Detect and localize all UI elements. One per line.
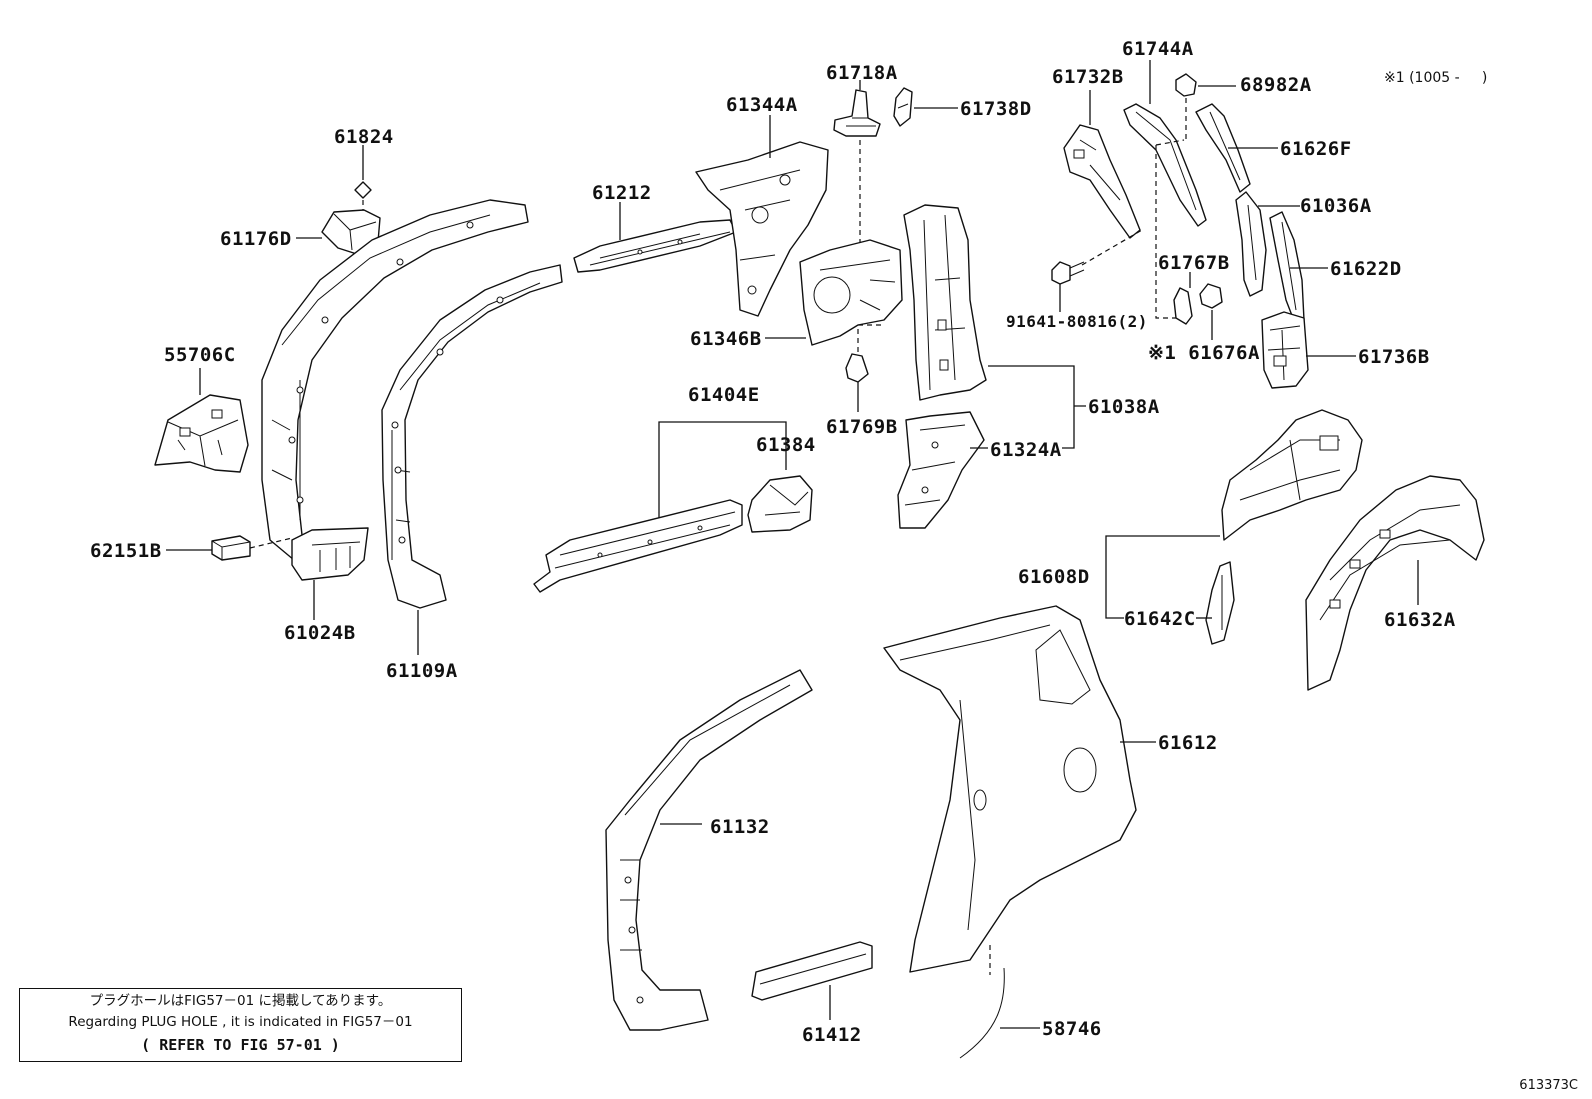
part-61676A-bracket: [1199, 283, 1223, 309]
label-61132[interactable]: 61132: [710, 816, 770, 838]
label-61024B[interactable]: 61024B: [284, 622, 356, 644]
part-61412-rocker-outer: [751, 941, 873, 1001]
label-61622D[interactable]: 61622D: [1330, 258, 1402, 280]
part-61736B-bracket: [1261, 311, 1309, 389]
label-61676A[interactable]: ※1 61676A: [1148, 342, 1260, 364]
part-61632A-wheelhouse-outer: [1305, 475, 1485, 691]
label-61412[interactable]: 61412: [802, 1024, 862, 1046]
label-61036A[interactable]: 61036A: [1300, 195, 1372, 217]
part-61738D-bracket: [893, 87, 913, 127]
part-61038A-center-pillar: [903, 204, 987, 401]
label-61718A[interactable]: 61718A: [826, 62, 898, 84]
label-61632A[interactable]: 61632A: [1384, 609, 1456, 631]
part-61612-quarter-panel: [883, 605, 1137, 973]
label-62151B[interactable]: 62151B: [90, 540, 162, 562]
label-61744A[interactable]: 61744A: [1122, 38, 1194, 60]
label-61769B[interactable]: 61769B: [826, 416, 898, 438]
label-61736B[interactable]: 61736B: [1358, 346, 1430, 368]
note-refer-link[interactable]: ( REFER TO FIG 57-01 ): [141, 1036, 340, 1054]
plug-hole-note: プラグホールはFIG57－01 に掲載してあります。 Regarding PLU…: [19, 988, 462, 1062]
variant-note: ※1 (1005 - ): [1384, 70, 1488, 86]
part-61718A-bracket: [833, 89, 881, 137]
part-61344A-pillar-panel: [695, 141, 829, 317]
label-61384[interactable]: 61384: [756, 434, 816, 456]
part-61384-bracket: [747, 475, 813, 533]
part-61132-side-outer: [605, 669, 813, 1031]
part-91641-bolt: [1051, 261, 1085, 285]
part-61767B-bracket: [1173, 287, 1193, 325]
part-61608D-wheelhouse-inner: [1221, 409, 1363, 541]
part-55706C-bracket: [154, 394, 249, 473]
label-91641-80816[interactable]: 91641-80816(2): [1006, 312, 1148, 331]
label-61109A[interactable]: 61109A: [386, 660, 458, 682]
part-61642C-bracket: [1205, 561, 1235, 645]
label-61626F[interactable]: 61626F: [1280, 138, 1352, 160]
part-61109A-front-pillar-inner: [381, 264, 563, 609]
part-61744A-pillar: [1123, 103, 1207, 227]
part-61769B-bracket: [845, 353, 869, 383]
label-61612[interactable]: 61612: [1158, 732, 1218, 754]
part-61732B-pillar: [1063, 124, 1141, 239]
part-62151B-pad: [211, 535, 251, 561]
label-61738D[interactable]: 61738D: [960, 98, 1032, 120]
part-61824-clip: [354, 181, 372, 199]
part-61622D-pillar: [1269, 211, 1305, 327]
note-line-japanese: プラグホールはFIG57－01 に掲載してあります。: [89, 993, 392, 1009]
label-61324A[interactable]: 61324A: [990, 439, 1062, 461]
label-61038A[interactable]: 61038A: [1088, 396, 1160, 418]
label-61767B[interactable]: 61767B: [1158, 252, 1230, 274]
label-61344A[interactable]: 61344A: [726, 94, 798, 116]
label-68982A[interactable]: 68982A: [1240, 74, 1312, 96]
part-61324A-pillar-lower: [897, 411, 985, 529]
part-58746-weatherstrip: [959, 967, 1005, 1059]
part-61626F-rail: [1195, 103, 1251, 193]
part-61036A-reinforcement: [1235, 191, 1267, 297]
part-61024B-reinforcement: [291, 527, 369, 581]
label-61608D[interactable]: 61608D: [1018, 566, 1090, 588]
part-68982A-clip: [1175, 73, 1197, 97]
label-61346B[interactable]: 61346B: [690, 328, 762, 350]
part-61176D-bracket: [321, 209, 381, 256]
part-61346B-inner-panel: [799, 239, 903, 346]
label-61176D[interactable]: 61176D: [220, 228, 292, 250]
label-61212[interactable]: 61212: [592, 182, 652, 204]
figure-code: 613373C: [1519, 1078, 1578, 1093]
part-61212-rail: [573, 219, 737, 273]
label-61642C[interactable]: 61642C: [1124, 608, 1196, 630]
label-55706C[interactable]: 55706C: [164, 344, 236, 366]
label-61732B[interactable]: 61732B: [1052, 66, 1124, 88]
label-58746[interactable]: 58746: [1042, 1018, 1102, 1040]
label-61824[interactable]: 61824: [334, 126, 394, 148]
part-61404E-rocker: [533, 499, 743, 593]
note-line-english: Regarding PLUG HOLE , it is indicated in…: [68, 1014, 413, 1030]
label-61404E[interactable]: 61404E: [688, 384, 760, 406]
